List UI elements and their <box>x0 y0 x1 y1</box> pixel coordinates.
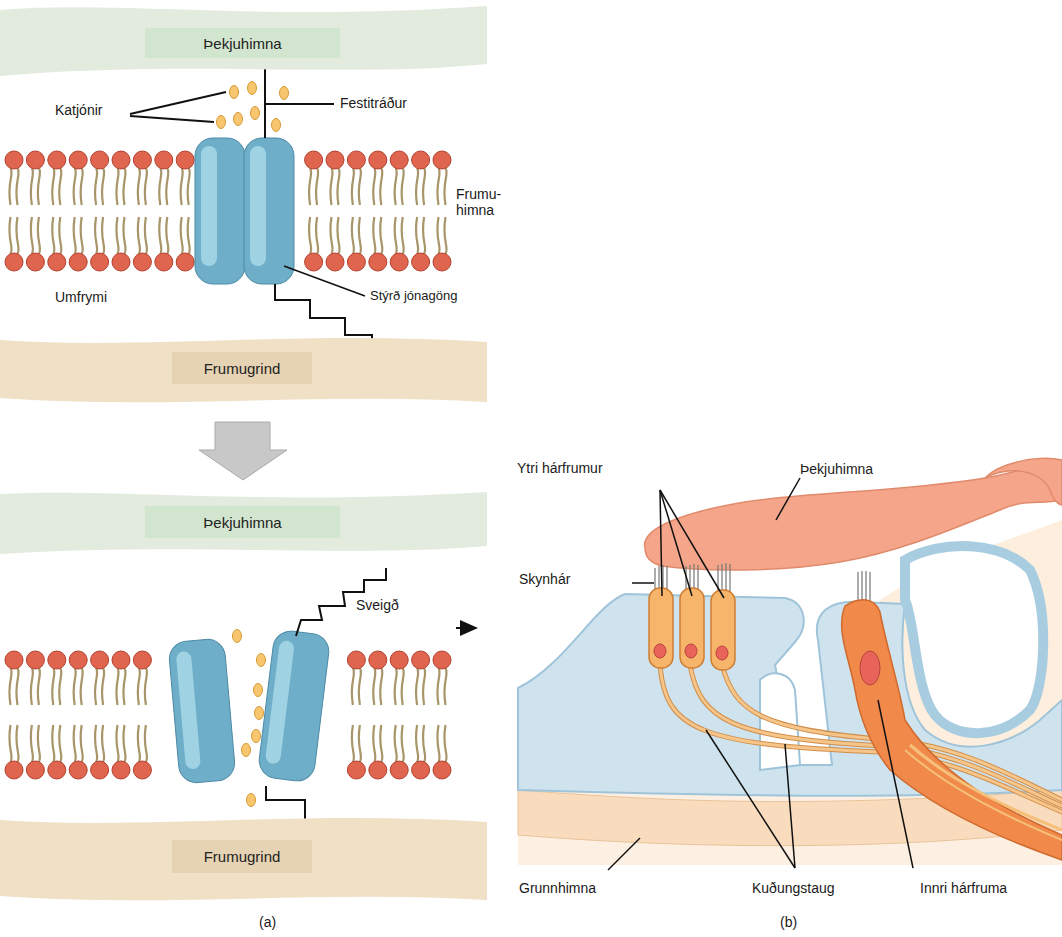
membrane-band: Frumugrind <box>0 332 487 410</box>
part-label: Kuðungstaug <box>752 880 835 896</box>
band-label: Frumugrind <box>172 352 312 384</box>
band-label: Þekjuhimna <box>145 28 340 58</box>
part-label: Stýrð jónagöng <box>370 288 457 304</box>
part-label: Innri hárfruma <box>920 880 1007 896</box>
ion-channel-closed <box>195 138 294 284</box>
cations <box>217 82 289 132</box>
part-label: Sveigð <box>356 597 399 613</box>
part-label: Festitráður <box>340 95 407 111</box>
membrane-band: Þekjuhimna <box>0 0 487 80</box>
band-label: Frumugrind <box>172 840 312 873</box>
band-label: Þekjuhimna <box>145 506 340 538</box>
part-label: Frumu- himna <box>456 186 504 218</box>
part-label: Þekjuhimna <box>800 461 873 477</box>
part-label: (a) <box>259 914 276 930</box>
membrane-band: Frumugrind <box>0 808 487 908</box>
membrane-band: Þekjuhimna <box>0 488 487 558</box>
leader-lines <box>608 478 913 870</box>
part-label: Umfrymi <box>55 289 107 305</box>
cations <box>233 630 266 807</box>
ion-channel-open <box>168 629 331 784</box>
part-label: Ytri hárfrumur <box>517 460 603 476</box>
part-label: Skynhár <box>519 571 570 587</box>
part-label: (b) <box>780 914 797 930</box>
leader-lines <box>130 62 372 350</box>
step-arrow <box>199 422 287 480</box>
leader-lines <box>266 568 476 852</box>
part-label: Katjónir <box>55 102 102 118</box>
part-label: Grunnhimna <box>519 880 596 896</box>
